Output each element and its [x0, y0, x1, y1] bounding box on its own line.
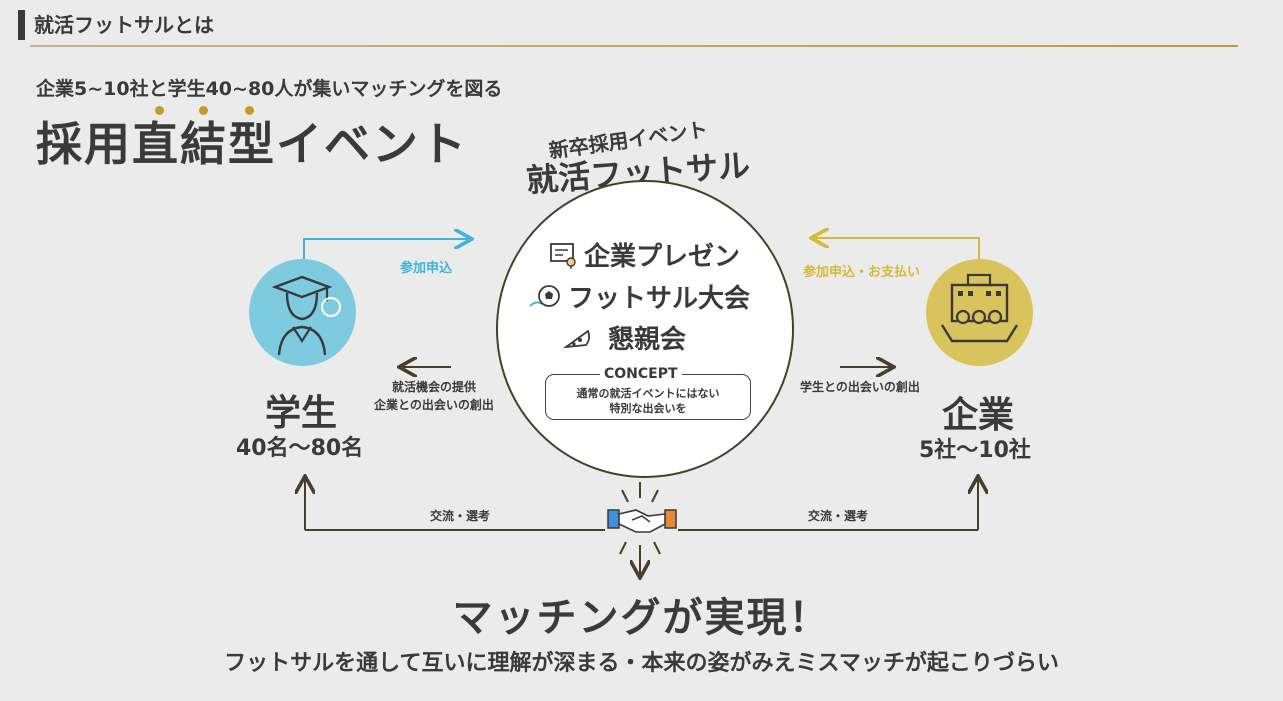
company-apply-label: 参加申込・お支払い — [803, 265, 921, 280]
soccer-ball-icon — [529, 284, 560, 307]
handshake-spark — [619, 482, 661, 555]
handshake-icon — [606, 502, 678, 536]
student-icon-circle — [249, 259, 356, 366]
event-item-label: 企業プレゼン — [584, 242, 741, 272]
benefit-line: 就活機会の提供 — [391, 380, 476, 394]
event-item-futsal: フットサル大会 — [528, 278, 750, 315]
company-count: 5社〜10社 — [919, 438, 1031, 463]
concept-text: 通常の就活イベントにはない 特別な出会いを — [548, 386, 748, 416]
result-title: マッチングが実現！ — [452, 595, 831, 641]
section-bar — [18, 10, 25, 40]
emphasis-dot — [155, 106, 164, 115]
header-divider — [30, 45, 1238, 47]
intro-headline: 採用直結型イベント — [36, 117, 468, 171]
presentation-icon — [550, 242, 576, 269]
concept-line: 特別な出会いを — [609, 402, 687, 415]
student-apply-label: 参加申込 — [400, 261, 453, 276]
event-item-presentation: 企業プレゼン — [548, 236, 740, 273]
graduate-icon — [271, 275, 341, 356]
company-label: 企業 — [942, 395, 1015, 436]
student-count: 40名〜80名 — [236, 436, 364, 461]
result-subtitle: フットサルを通して互いに理解が深まる・本来の姿がみえミスマッチが起こりづらい — [224, 651, 1059, 676]
pizza-icon — [562, 329, 591, 348]
section-title: 就活フットサルとは — [34, 13, 214, 37]
event-item-party: 懇親会 — [562, 319, 686, 356]
intro-subhead: 企業5~10社と学生40~80人が集いマッチングを図る — [36, 78, 503, 100]
event-item-label: 懇親会 — [608, 325, 687, 355]
student-label: 学生 — [265, 393, 338, 434]
company-apply-arrow — [813, 238, 980, 262]
company-benefit: 学生との出会いの創出 — [800, 380, 920, 394]
concept-line: 通常の就活イベントにはない — [576, 387, 720, 400]
emphasis-dot — [199, 106, 208, 115]
student-benefit: 就活機会の提供 企業との出会いの創出 — [365, 378, 503, 414]
exchange-label-left: 交流・選考 — [430, 509, 491, 523]
concept-title: CONCEPT — [600, 366, 682, 382]
emphasis-dot — [245, 106, 254, 115]
event-item-label: フットサル大会 — [568, 284, 751, 314]
benefit-line: 企業との出会いの創出 — [374, 398, 494, 412]
student-apply-arrow — [303, 239, 470, 262]
company-building-icon — [940, 273, 1019, 343]
event-circle — [496, 180, 794, 478]
company-icon-circle — [926, 259, 1033, 366]
exchange-label-right: 交流・選考 — [808, 509, 869, 523]
